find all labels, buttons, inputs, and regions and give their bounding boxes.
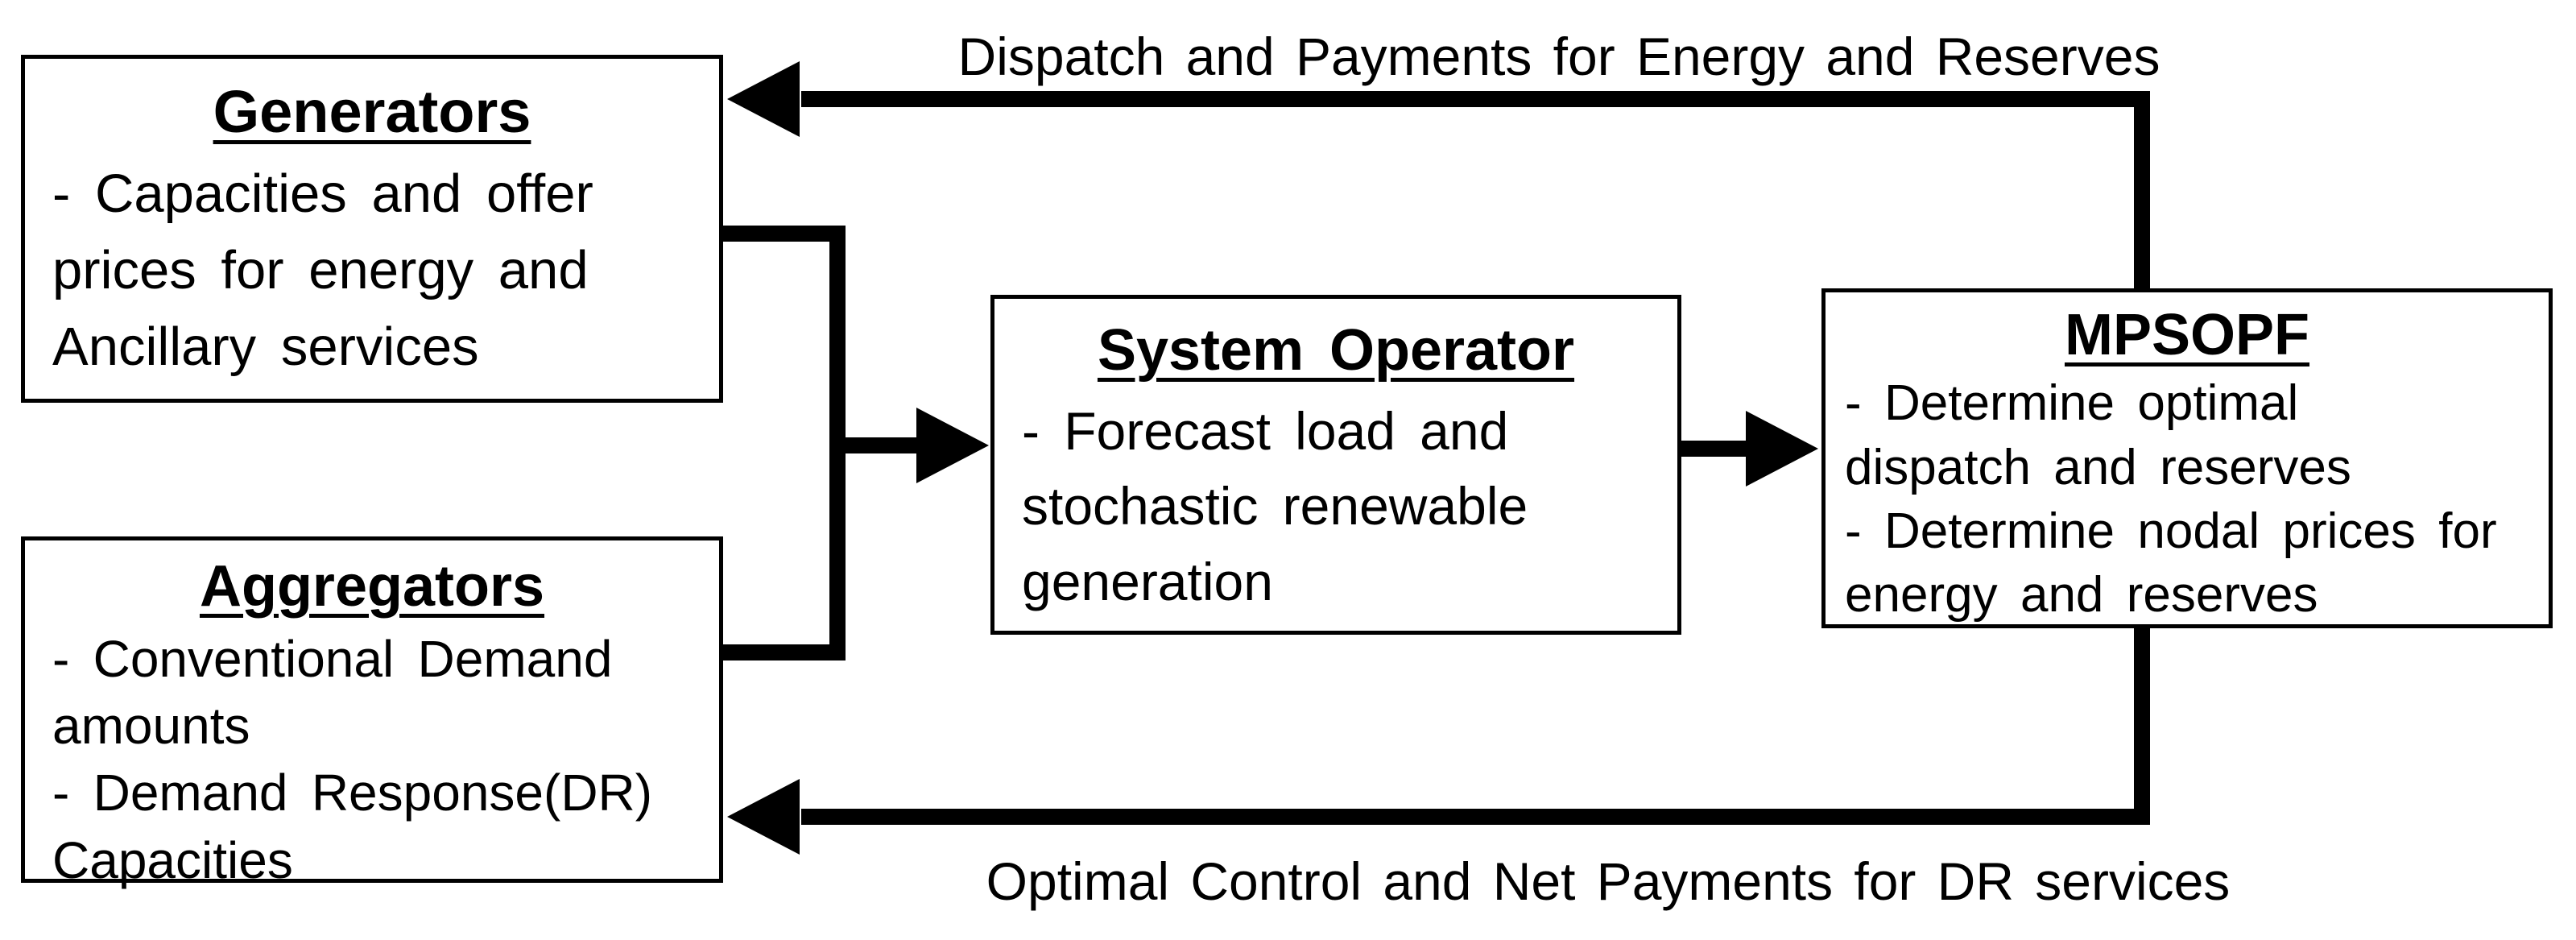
system-operator-line: generation [1022,552,1273,612]
generators-line: prices for energy and [52,240,589,301]
system-operator-box: System Operator - Forecast load and stoc… [990,295,1681,635]
mpsopf-line: - Determine optimal [1845,375,2299,432]
system-operator-title: System Operator [1097,318,1575,383]
mpsopf-box: MPSOPF - Determine optimal dispatch and … [1821,288,2553,628]
aggregators-line: - Demand Response(DR) [52,764,653,822]
bottom-flow-label: Optimal Control and Net Payments for DR … [986,851,2231,911]
arrowhead-into-system-operator [916,408,989,483]
arrowhead-into-aggregators [727,779,800,855]
system-operator-line: stochastic renewable [1022,476,1528,536]
aggregators-box: Aggregators - Conventional Demand amount… [21,536,723,889]
mpsopf-title: MPSOPF [2064,303,2310,367]
arrowhead-into-generators [727,61,800,137]
aggregators-line: - Conventional Demand [52,630,613,688]
arrowhead-into-mpsopf [1746,411,1818,487]
generators-line: Ancillary services [52,317,479,378]
mpsopf-line: dispatch and reserves [1845,439,2351,495]
offers-bracket-line [723,226,846,660]
arrow-dr-control-line [801,628,2150,825]
mpsopf-line: - Determine nodal prices for [1845,503,2497,560]
generators-line: - Capacities and offer [52,164,593,225]
generators-box: Generators - Capacities and offer prices… [21,55,723,403]
mpsopf-line: energy and reserves [1845,567,2318,623]
arrow-dispatch-payments-line [801,91,2150,288]
top-flow-label: Dispatch and Payments for Energy and Res… [957,27,2160,86]
aggregators-line: Capacities [52,830,293,889]
system-operator-line: - Forecast load and [1022,400,1509,461]
aggregators-title: Aggregators [199,554,545,619]
generators-title: Generators [213,78,531,145]
aggregators-line: amounts [52,697,250,756]
